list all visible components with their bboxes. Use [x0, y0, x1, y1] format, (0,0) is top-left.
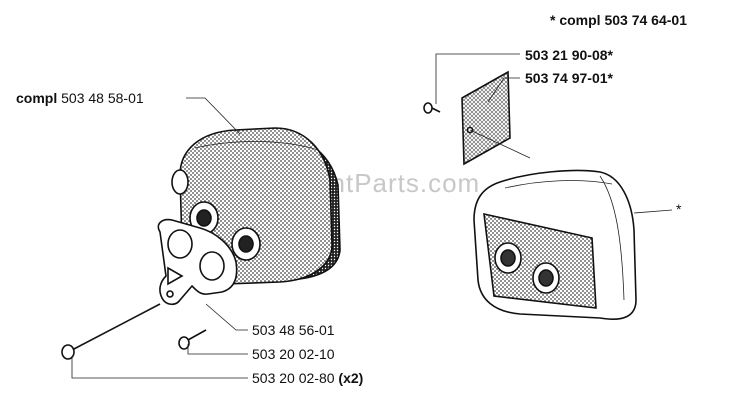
screen-part-number: 503 74 97-01* — [525, 70, 614, 86]
muffler-assembly-icon — [171, 127, 341, 285]
muffler-cover-icon — [473, 169, 637, 320]
left-muffler-assembly — [61, 127, 341, 360]
bolt-long-label: 503 20 02-80 (x2) — [252, 370, 363, 386]
asterisk-marker: * — [676, 201, 682, 217]
gasket-plate-icon — [157, 218, 238, 306]
spark-screen-icon — [461, 70, 511, 166]
gasket-part-number: 503 48 56-01 — [252, 322, 335, 338]
short-bolt-icon — [178, 329, 207, 350]
screw-part-number: 503 21 90-08* — [525, 47, 614, 63]
compl-left-label: compl 503 48 58-01 — [16, 90, 144, 106]
bolt-short-part-number: 503 20 02-10 — [252, 346, 335, 362]
screw-icon — [423, 102, 441, 114]
right-muffler-cover — [423, 70, 637, 320]
compl-right-label: * compl 503 74 64-01 — [550, 12, 687, 28]
long-bolt-icon — [61, 303, 161, 360]
leader-lines — [71, 53, 673, 379]
